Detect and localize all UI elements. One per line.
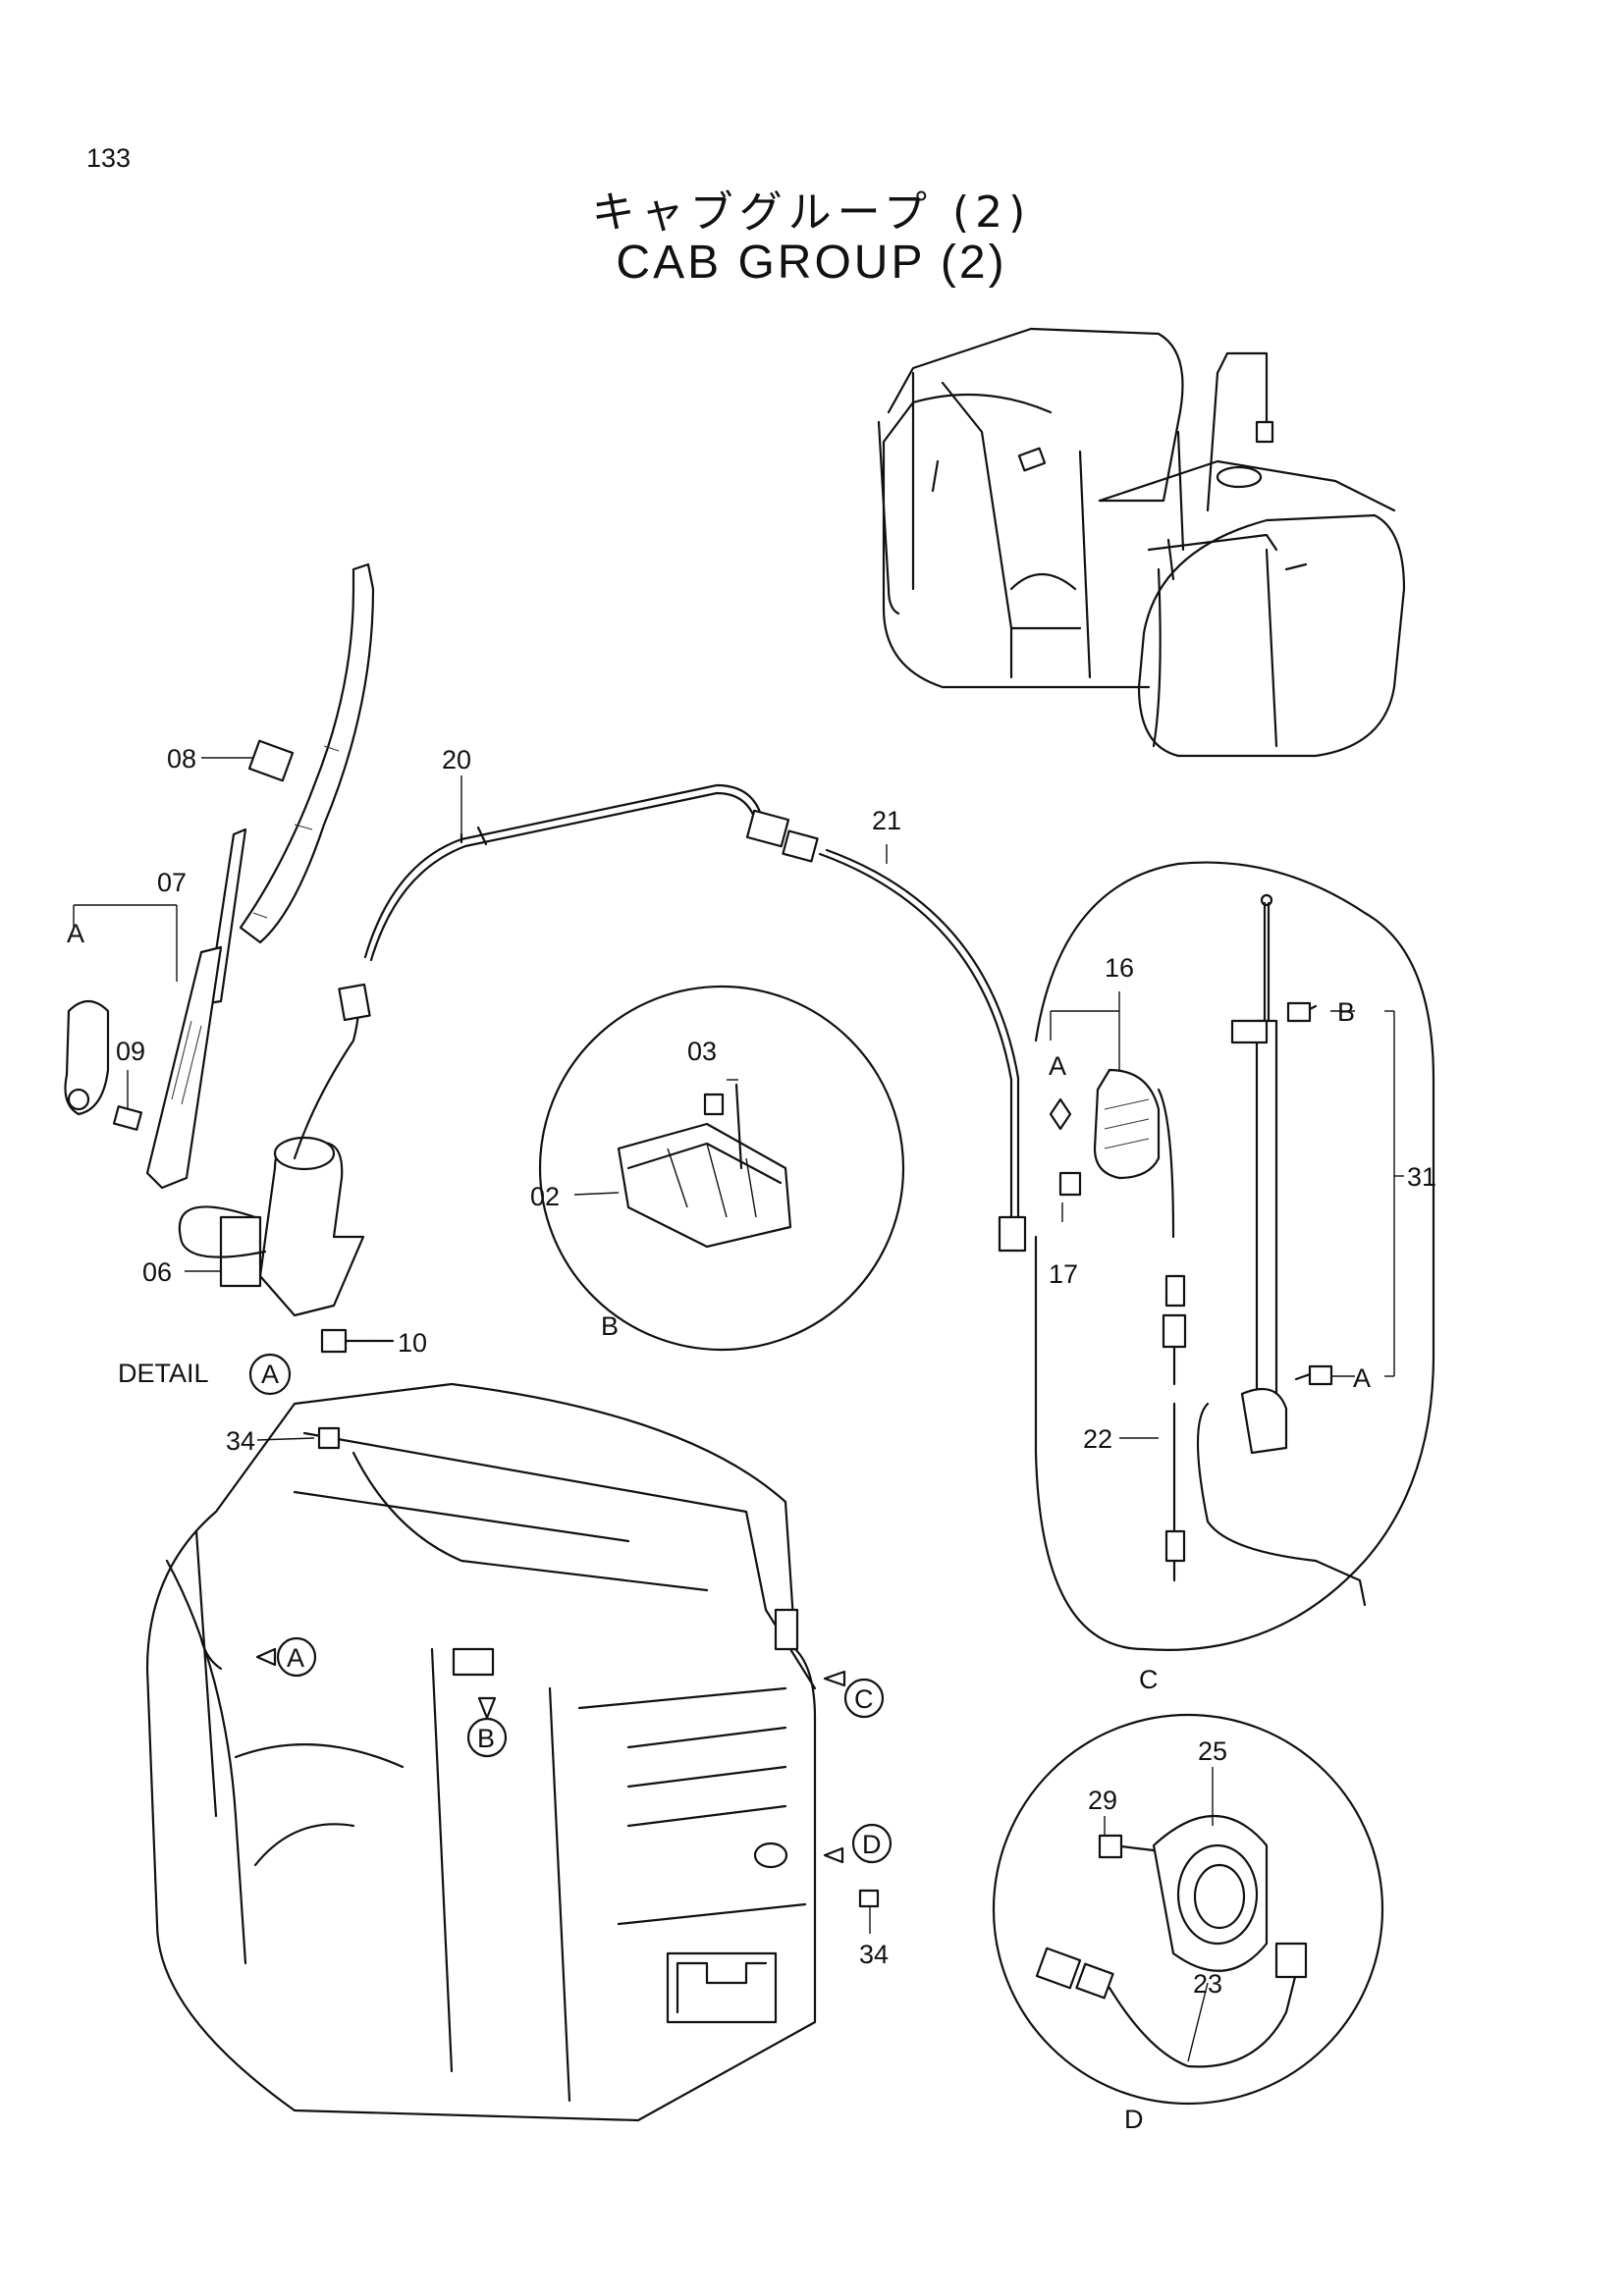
callout-b-bracket: B <box>1337 997 1355 1027</box>
callout-c-cab: C <box>854 1684 874 1714</box>
callout-b-circle: B <box>601 1311 619 1341</box>
callout-b-cab: B <box>477 1724 495 1753</box>
detail-caption-ref: A <box>261 1360 279 1389</box>
wiper-assembly-illustration <box>64 562 395 1354</box>
part-label-03: 03 <box>687 1037 717 1066</box>
title-english: CAB GROUP (2) <box>616 237 1007 289</box>
part-label-34-top: 34 <box>226 1426 255 1456</box>
callout-a-bracket: A <box>1353 1363 1371 1393</box>
part-label-22: 22 <box>1083 1424 1112 1454</box>
part-label-25: 25 <box>1198 1736 1227 1766</box>
part-label-02: 02 <box>530 1182 560 1211</box>
part-label-10: 10 <box>398 1328 427 1358</box>
part-label-07: 07 <box>157 868 187 897</box>
part-label-08: 08 <box>167 744 196 774</box>
title-japanese: キャブグループ (2) <box>591 187 1032 238</box>
callout-d-cab: D <box>862 1830 882 1859</box>
detail-caption: DETAIL <box>118 1359 209 1388</box>
machine-overview-illustration <box>877 327 1406 758</box>
detail-a-marker <box>248 1353 292 1396</box>
detail-d-illustration <box>992 1713 1384 2106</box>
part-label-20: 20 <box>442 745 471 774</box>
callout-c-circle: C <box>1139 1665 1159 1694</box>
leader-lines <box>73 757 1404 2062</box>
part-label-06: 06 <box>142 1257 172 1287</box>
part-label-17: 17 <box>1049 1259 1078 1289</box>
detail-b-illustration <box>538 985 905 1352</box>
part-label-21: 21 <box>872 806 901 835</box>
part-label-29: 29 <box>1088 1786 1117 1815</box>
callout-a-wiper: A <box>67 919 84 948</box>
part-label-34-bottom: 34 <box>859 1940 889 1969</box>
part-label-23: 23 <box>1193 1969 1222 1999</box>
callout-d-circle: D <box>1124 2105 1144 2134</box>
detail-c-illustration <box>1034 861 1435 1651</box>
part-number-labels: 08 07 09 06 10 20 21 03 02 16 17 31 22 3… <box>116 744 1436 1999</box>
page-number: 133 <box>86 143 132 173</box>
wiring-harness-illustration <box>363 783 1027 1253</box>
cab-body-illustration <box>145 1382 880 2122</box>
callout-a-cab: A <box>287 1643 304 1673</box>
part-label-31: 31 <box>1407 1162 1436 1192</box>
callout-a-lamp: A <box>1049 1051 1066 1081</box>
part-label-16: 16 <box>1105 953 1134 983</box>
part-label-09: 09 <box>116 1037 145 1066</box>
callout-letters: A B A B A C D A B C D DETAIL A <box>67 919 1371 2134</box>
